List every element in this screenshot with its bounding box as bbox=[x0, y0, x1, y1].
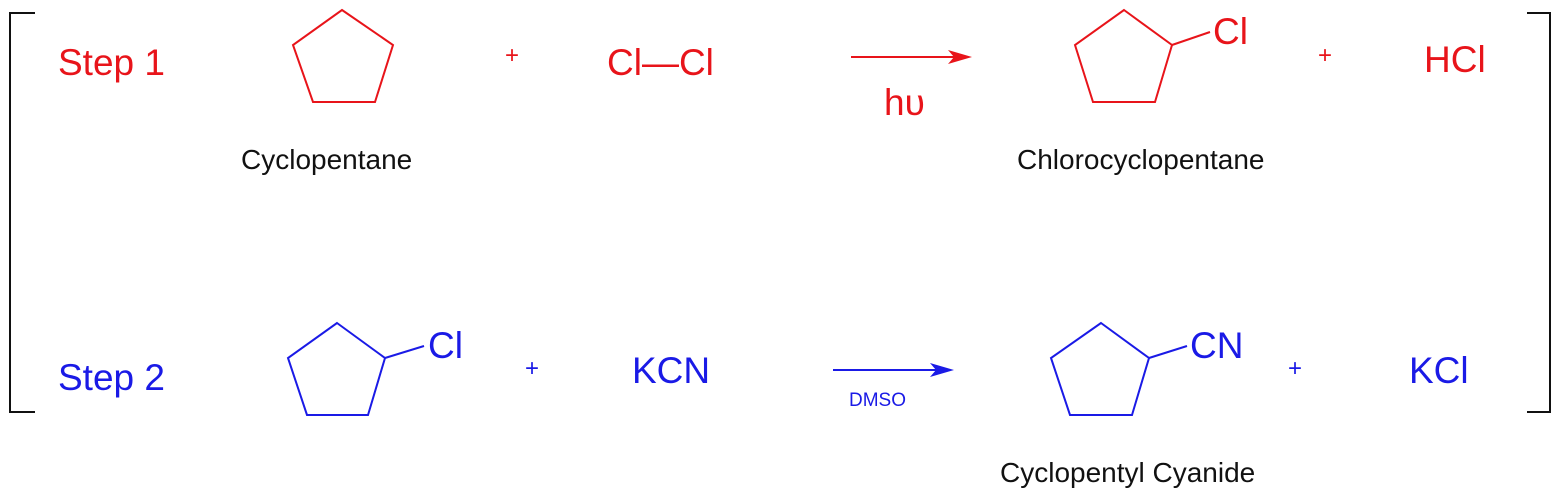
light-condition: hυ bbox=[884, 82, 925, 123]
cyclopentyl-cyanide-ring bbox=[1049, 321, 1151, 416]
arrowhead-1 bbox=[948, 50, 972, 64]
step-1-label: Step 1 bbox=[58, 42, 165, 83]
chlorine-molecule: Cl—Cl bbox=[607, 42, 714, 83]
plus-sign: + bbox=[505, 42, 520, 69]
arrowhead-2 bbox=[930, 363, 954, 377]
kcn-reagent: KCN bbox=[632, 350, 711, 391]
chlorocyclopentane-ring bbox=[1073, 8, 1174, 103]
kcl-byproduct: KCl bbox=[1409, 350, 1469, 391]
dmso-condition: DMSO bbox=[849, 390, 906, 411]
plus-sign: + bbox=[1318, 42, 1333, 69]
chlorocyclopentane-name: Chlorocyclopentane bbox=[1017, 144, 1265, 175]
chlorocyclopentane-ring-2 bbox=[286, 321, 387, 416]
c-cl-bond-2 bbox=[384, 345, 425, 359]
plus-sign: + bbox=[525, 355, 540, 382]
cyclopentane-name: Cyclopentane bbox=[241, 144, 413, 175]
chloro-substituent: Cl bbox=[1213, 11, 1248, 52]
cyclopentyl-cyanide-name: Cyclopentyl Cyanide bbox=[1000, 457, 1256, 488]
plus-sign: + bbox=[1288, 355, 1303, 382]
c-cn-bond bbox=[1148, 345, 1188, 359]
chloro-substituent: Cl bbox=[428, 325, 463, 366]
hcl-byproduct: HCl bbox=[1424, 39, 1486, 80]
step-2-label: Step 2 bbox=[58, 357, 165, 398]
left-bracket bbox=[9, 12, 35, 413]
cyano-substituent: CN bbox=[1190, 325, 1244, 366]
c-cl-bond bbox=[1171, 31, 1211, 46]
cyclopentane-ring bbox=[291, 8, 395, 103]
right-bracket bbox=[1527, 12, 1551, 413]
